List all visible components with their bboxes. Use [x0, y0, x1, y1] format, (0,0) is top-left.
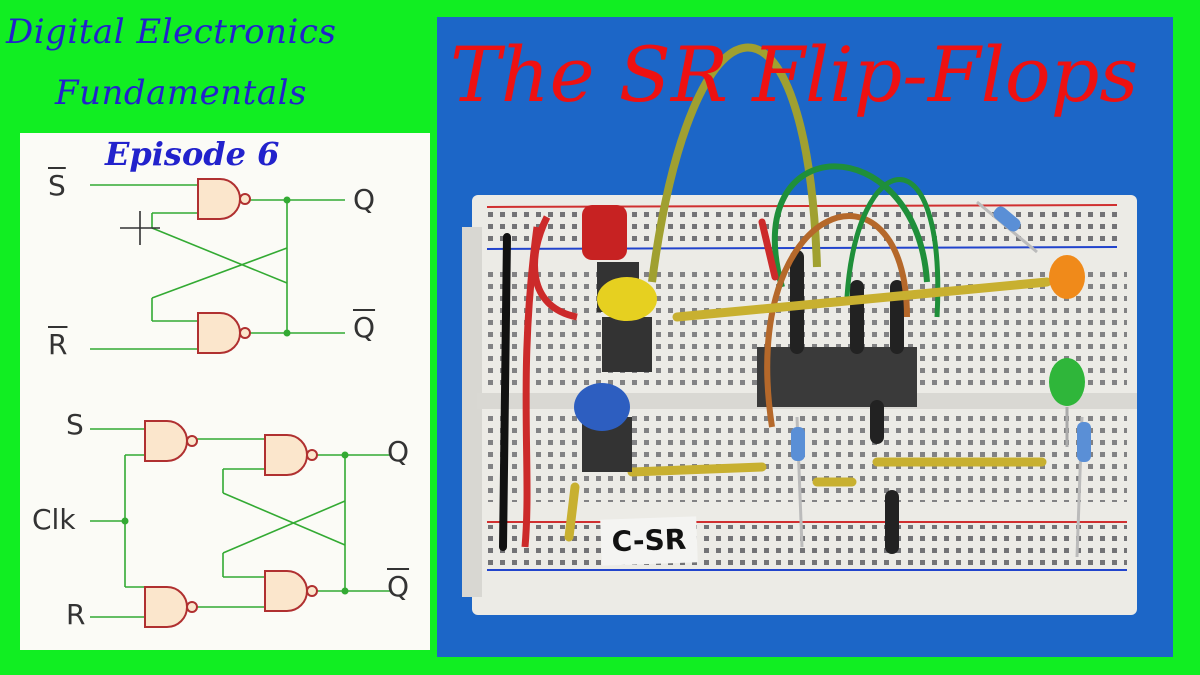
- sr-latch-circuit: [90, 184, 345, 350]
- nand-gate: [144, 420, 198, 462]
- junction-dot: [121, 517, 129, 525]
- yellow-jumper: [672, 277, 1052, 322]
- nand-gate: [264, 570, 318, 612]
- nand-gate: [197, 178, 251, 220]
- junction-dot: [283, 329, 291, 337]
- episode-label: Episode 6: [105, 135, 280, 173]
- red-pushbutton: [582, 205, 627, 260]
- orange-led: [1049, 255, 1085, 299]
- clocked-input-r-label: R: [66, 598, 86, 631]
- orange-wire: [764, 213, 910, 428]
- clocked-output-qbar-label: Q: [387, 570, 410, 603]
- output-qbar-label: Q: [353, 311, 376, 344]
- green-wire: [771, 163, 930, 288]
- nand-gate: [197, 312, 251, 354]
- series-title-line1: Digital Electronics: [6, 12, 337, 52]
- input-s-bar-label: S: [48, 169, 66, 202]
- clocked-input-s-label: S: [66, 408, 84, 441]
- input-r-bar-label: R: [48, 328, 68, 361]
- ic-chip: [757, 347, 917, 407]
- black-wire: [499, 233, 511, 551]
- series-title-line2: Fundamentals: [55, 73, 307, 113]
- video-title: The SR Flip-Flops: [450, 30, 1139, 119]
- breadboard-photo: [437, 17, 1173, 657]
- yellow-wire-arch: [648, 43, 821, 283]
- junction-dot: [283, 196, 291, 204]
- output-q-label: Q: [353, 183, 376, 216]
- blue-pushbutton: [574, 383, 630, 431]
- resistor: [1075, 416, 1091, 558]
- nand-gate: [264, 434, 318, 476]
- clocked-output-q-label: Q: [387, 435, 410, 468]
- junction-dot: [341, 451, 349, 459]
- junction-dot: [341, 587, 349, 595]
- clock-input-label: Clk: [32, 503, 76, 536]
- resistor: [791, 416, 805, 548]
- green-led: [1049, 358, 1085, 406]
- resistor: [976, 200, 1038, 254]
- breadboard-illustration: [462, 43, 1137, 615]
- nand-gate: [144, 586, 198, 628]
- schematic-diagram: [90, 178, 390, 628]
- yellow-pushbutton: [597, 277, 657, 321]
- schematic-panel: S Q R Q S Clk R Q Q: [20, 133, 430, 650]
- red-wire: [531, 215, 578, 321]
- breadboard-label-tag: C-SR: [600, 516, 698, 566]
